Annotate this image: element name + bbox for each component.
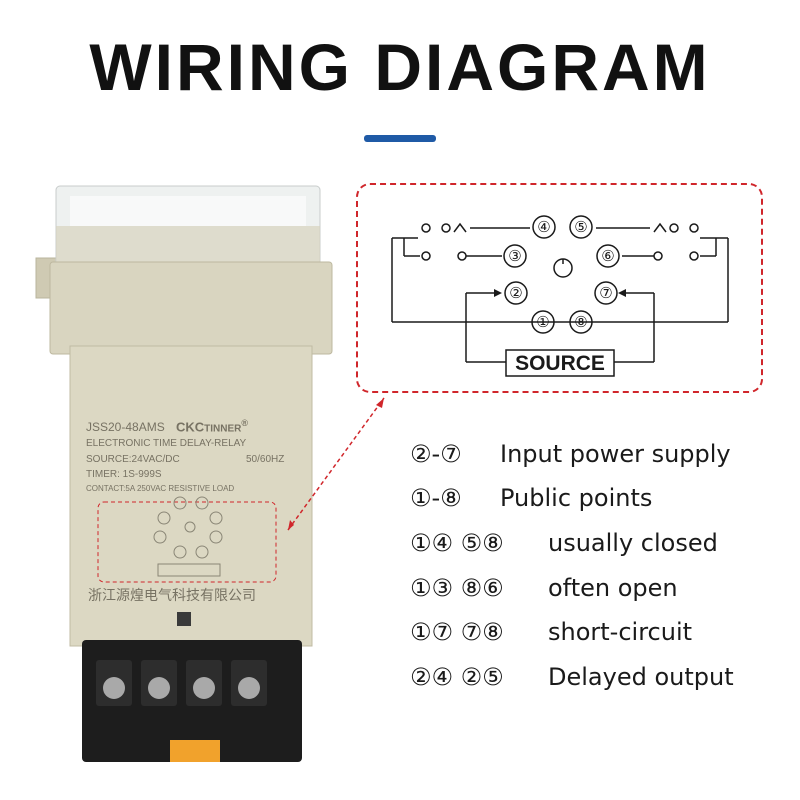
terminal-screws [96,660,267,706]
title-underline [364,135,436,142]
device-model: JSS20-48AMS [86,420,165,434]
detail-frame [356,183,763,393]
pin-3-label: ③ [508,247,521,265]
pin-8-label: ⑧ [574,313,587,331]
device-contact: CONTACT:5A 250VAC RESISTIVE LOAD [86,484,235,493]
source-label: SOURCE [515,352,605,375]
legend-desc: Delayed output [548,663,734,691]
legend-desc: Public points [500,484,653,512]
brand-name: CKC [176,419,205,435]
pin-1-label: ① [536,313,549,331]
legend-codes: ①④ ⑤⑧ [410,529,504,557]
device-desc: ELECTRONIC TIME DELAY-RELAY [86,438,247,449]
legend-codes: ①③ ⑧⑥ [410,574,504,602]
legend-codes: ②-⑦ [410,440,462,468]
device-frequency: 50/60HZ [246,454,285,465]
device-timer: TIMER: 1S-999S [86,469,162,480]
legend-codes: ①-⑧ [410,484,462,512]
contact-diagram [391,215,729,377]
device-brand: CKCTINNER® [176,418,248,434]
pin-6-label: ⑥ [601,247,614,265]
device-maker: 浙江源煌电气科技有限公司 [88,588,256,604]
pin-5-label: ⑤ [574,218,587,236]
legend-desc: Input power supply [500,440,731,468]
legend-desc: short-circuit [548,618,693,646]
pin-7-label: ⑦ [599,284,612,302]
legend-desc: often open [548,574,678,602]
registered-mark: ® [241,418,249,428]
relay-device [35,185,385,762]
pin-2-label: ② [509,284,522,302]
page-title: WIRING DIAGRAM [89,30,711,104]
brand-suffix: TINNER [204,423,242,435]
legend-codes: ①⑦ ⑦⑧ [410,618,504,646]
legend-codes: ②④ ②⑤ [410,663,504,691]
legend-desc: usually closed [548,529,718,557]
pin-4-label: ④ [537,218,550,236]
device-source: SOURCE:24VAC/DC [86,454,180,465]
